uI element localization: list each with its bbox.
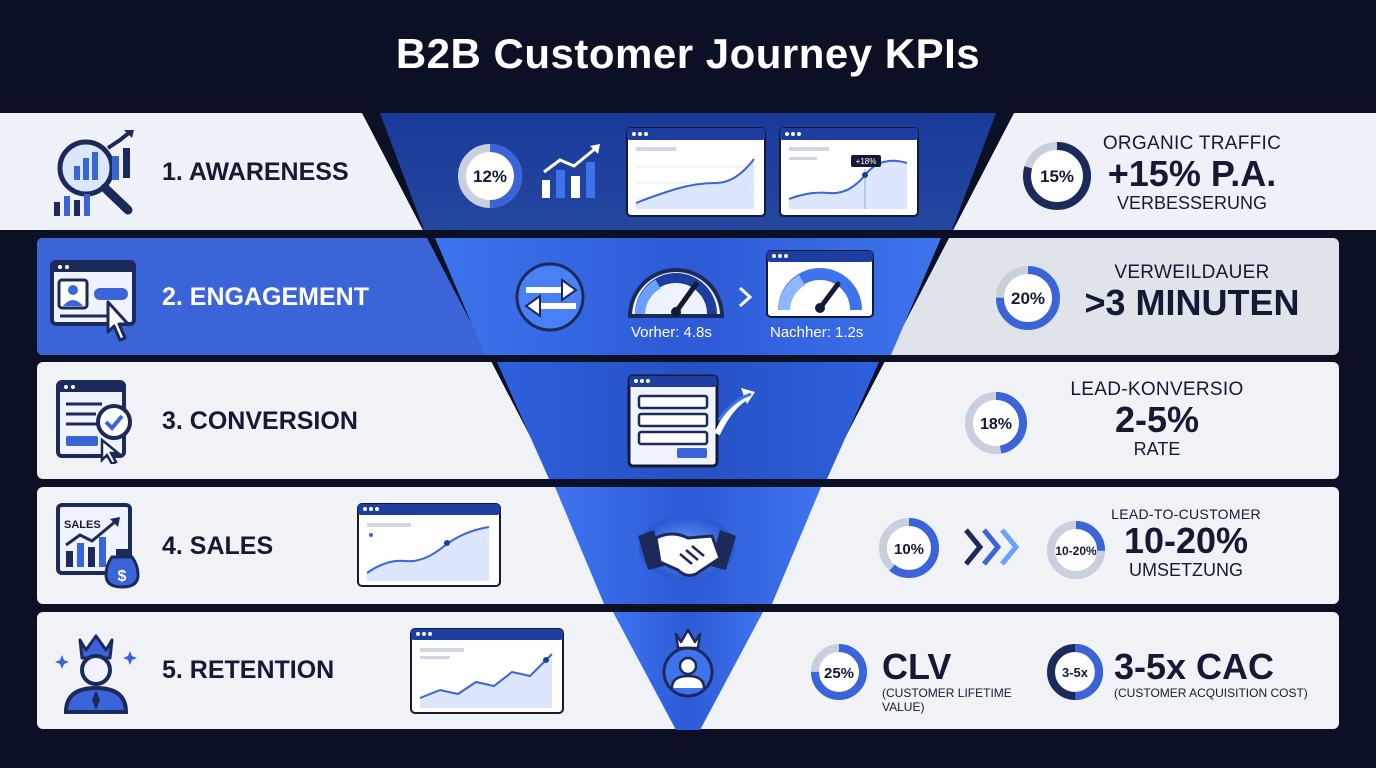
- svg-text:$: $: [118, 568, 127, 585]
- kpi-engagement: VERWEILDAUER >3 MINUTEN: [1076, 262, 1308, 322]
- svg-text:18%: 18%: [980, 416, 1012, 433]
- kpi-engagement-value: >3 MINUTEN: [1084, 282, 1300, 323]
- kpi-sales-label: LEAD-TO-CUSTOMER: [1111, 506, 1261, 522]
- stage-label-awareness: 1. AWARENESS: [162, 158, 349, 186]
- lead-conversion-donut: 18%: [965, 392, 1027, 454]
- svg-text:10%: 10%: [894, 541, 924, 558]
- kpi-awareness-value: +15% P.A.: [1107, 153, 1277, 194]
- sales-donut-before: 10%: [879, 518, 939, 578]
- kpi-sales-value: 10-20%: [1123, 520, 1249, 561]
- sales-trend-chart-window: [357, 503, 501, 587]
- growth-tooltip-chart-window: +18%: [779, 127, 919, 217]
- page-title: B2B Customer Journey KPIs: [395, 30, 981, 77]
- sales-icon-text: SALES: [64, 519, 101, 531]
- speedometer-after-window: [766, 250, 874, 318]
- kpi-clv-value: CLV: [882, 646, 952, 687]
- kpi-conversion: LEAD-KONVERSIO 2-5% RATE: [1062, 379, 1252, 460]
- profile-click-icon: [50, 260, 136, 342]
- dwell-time-donut: 20%: [996, 266, 1060, 330]
- speed-after-caption: Nachher: 1.2s: [770, 324, 864, 341]
- chart-tooltip: +18%: [856, 157, 877, 166]
- growth-chart-icon: [542, 144, 600, 198]
- stage-label-retention: 5. RETENTION: [162, 656, 335, 684]
- kpi-cac-sub: (CUSTOMER ACQUISITION COST): [1114, 686, 1308, 700]
- kpi-sales-sub: UMSETZUNG: [1129, 560, 1243, 580]
- kpi-cac: 3-5x CAC (CUSTOMER ACQUISITION COST): [1114, 646, 1334, 701]
- kpi-clv-sub-1: (CUSTOMER LIFETIME: [882, 686, 1012, 700]
- awareness-funnel-donut: 12%: [458, 144, 522, 208]
- lead-form-icon: [627, 374, 755, 468]
- kpi-clv-sub-2: VALUE): [882, 700, 925, 714]
- retention-chart-window: [410, 628, 564, 714]
- kpi-conversion-value: 2-5%: [1114, 399, 1200, 440]
- kpi-cac-value: 3-5x CAC: [1114, 646, 1275, 687]
- triple-chevron-icon: [964, 528, 1020, 566]
- kpi-awareness: ORGANIC TRAFFIC +15% P.A. VERBESSERUNG: [1100, 133, 1284, 214]
- kpi-sales: LEAD-TO-CUSTOMER 10-20% UMSETZUNG: [1106, 506, 1266, 581]
- kpi-engagement-label: VERWEILDAUER: [1114, 262, 1270, 283]
- handshake-icon: [638, 516, 736, 580]
- sales-chart-money-icon: SALES $: [56, 503, 140, 589]
- svg-text:15%: 15%: [1040, 167, 1074, 186]
- svg-text:3-5x: 3-5x: [1062, 665, 1089, 680]
- sync-arrows-icon: [515, 262, 585, 332]
- sales-donut-after: 10-20%: [1047, 521, 1105, 579]
- customer-crown-icon: [55, 634, 137, 714]
- stage-label-engagement: 2. ENGAGEMENT: [162, 283, 369, 311]
- kpi-clv: CLV (CUSTOMER LIFETIME VALUE): [882, 646, 1032, 715]
- loyal-customer-icon: [662, 628, 714, 698]
- kpi-awareness-label: ORGANIC TRAFFIC: [1102, 133, 1282, 154]
- clv-donut: 25%: [811, 644, 867, 700]
- stage-label-sales: 4. SALES: [162, 532, 274, 560]
- kpi-conversion-sub: RATE: [1133, 439, 1181, 459]
- magnifier-chart-icon: [54, 130, 134, 216]
- form-check-icon: [56, 380, 132, 464]
- traffic-chart-window: [626, 127, 766, 217]
- speed-before-caption: Vorher: 4.8s: [631, 324, 712, 341]
- kpi-conversion-label: LEAD-KONVERSIO: [1070, 379, 1244, 400]
- svg-text:10-20%: 10-20%: [1055, 544, 1097, 558]
- kpi-awareness-sub: VERBESSERUNG: [1116, 193, 1268, 213]
- stage-label-conversion: 3. CONVERSION: [162, 407, 358, 435]
- svg-text:20%: 20%: [1011, 289, 1045, 308]
- svg-text:25%: 25%: [824, 665, 854, 682]
- cac-donut: 3-5x: [1047, 644, 1103, 700]
- chevron-right-icon: [738, 286, 753, 308]
- speedometer-before-icon: [627, 268, 725, 318]
- organic-traffic-donut: 15%: [1023, 142, 1091, 210]
- svg-text:12%: 12%: [473, 167, 507, 186]
